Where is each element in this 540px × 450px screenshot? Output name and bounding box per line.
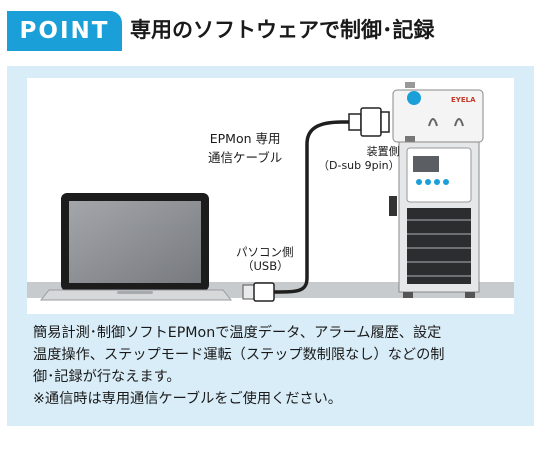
dsub-connector-icon	[348, 107, 390, 137]
description-line: 簡易計測･制御ソフトEPMonで温度データ、アラーム履歴、設定	[33, 325, 442, 341]
connection-diagram: EYELA	[27, 82, 514, 302]
point-badge: POINT	[7, 11, 122, 51]
laptop-icon	[39, 193, 233, 301]
description: 簡易計測･制御ソフトEPMonで温度データ、アラーム履歴、設定 温度操作、ステッ…	[33, 322, 513, 410]
description-line: 温度操作、ステップモード運転（ステップ数制限なし）などの制	[33, 347, 445, 363]
communication-cable	[273, 120, 349, 294]
device-icon	[389, 82, 484, 298]
description-note: ※通信時は専用通信ケーブルをご使用ください。	[33, 391, 342, 407]
header-title: 専用のソフトウェアで制御･記録	[130, 18, 435, 42]
header: POINT 専用のソフトウェアで制御･記録	[0, 0, 540, 60]
cable-label: EPMon 専用 通信ケーブル	[208, 131, 283, 165]
description-line: 御･記録が行なえます。	[33, 369, 181, 385]
illustration: EYELA	[27, 78, 514, 314]
usb-plug-icon	[242, 282, 275, 302]
pc-side-label: パソコン側 （USB）	[236, 245, 294, 273]
device-side-label: 装置側 （D-sub 9pin）	[318, 145, 400, 172]
device-brand: EYELA	[451, 96, 476, 104]
